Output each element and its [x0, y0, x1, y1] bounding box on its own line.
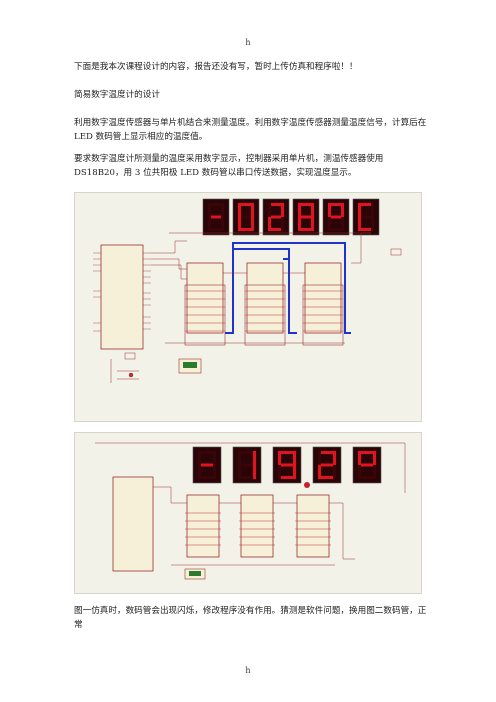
segment	[358, 228, 374, 231]
led-display-row	[202, 198, 380, 236]
segment	[358, 215, 374, 219]
requirement-paragraph: 要求数字温度计所测量的温度采用数字显示，控制器采用单片机，测温传感器使用 DS1…	[74, 154, 384, 178]
segment	[208, 215, 224, 219]
segment	[281, 217, 284, 231]
segment	[358, 476, 376, 479]
description-paragraph: 利用数字温度传感器与单片机结合来测量温度。利用数字温度传感器测量温度信号，计算后…	[74, 118, 427, 142]
figure-2-simulation	[74, 432, 422, 594]
segment	[358, 465, 361, 479]
segment	[198, 465, 201, 479]
segment	[238, 451, 256, 454]
segment	[221, 217, 224, 231]
segment	[268, 217, 271, 231]
segment	[213, 451, 216, 465]
segment	[358, 203, 374, 206]
mcu-chip	[100, 244, 144, 350]
segment	[298, 203, 301, 217]
segment	[198, 451, 216, 454]
segment	[238, 203, 241, 217]
figure-2-schematic	[75, 433, 421, 593]
segment	[278, 463, 296, 467]
segment	[328, 203, 331, 217]
segment	[328, 217, 331, 231]
segment	[208, 217, 211, 231]
segment	[318, 476, 336, 479]
segment	[268, 215, 284, 219]
segment	[371, 217, 374, 231]
segment	[238, 463, 256, 467]
mcu-chip-2	[112, 476, 154, 572]
segment	[238, 217, 241, 231]
segment	[208, 203, 224, 206]
note-paragraph: 图一仿真时，数码管会出现闪烁，修改程序没有作用。猜测是软件问题，换用图二数码管，…	[74, 606, 427, 630]
segment	[298, 203, 314, 206]
segment	[268, 228, 284, 231]
intro-paragraph: 下面是我本次课程设计的内容，报告还没有写，暂时上传仿真和程序啦！！	[74, 62, 358, 72]
segment	[198, 476, 216, 479]
segment	[293, 465, 296, 479]
segment	[238, 215, 254, 219]
segment	[358, 451, 376, 454]
segment	[311, 203, 314, 217]
figure-1-simulation	[74, 192, 422, 422]
segment	[318, 451, 321, 465]
segment	[358, 203, 361, 217]
segment	[298, 215, 314, 219]
segment	[238, 451, 241, 465]
segment	[333, 465, 336, 479]
segment	[238, 228, 254, 231]
segment	[341, 217, 344, 231]
segment	[268, 203, 271, 217]
segment	[333, 451, 336, 465]
segment	[298, 217, 301, 231]
segment	[371, 203, 374, 217]
segment	[293, 451, 296, 465]
segment	[278, 451, 296, 454]
segment	[278, 451, 281, 465]
page-header: h	[245, 38, 251, 47]
segment	[298, 228, 314, 231]
segment	[318, 451, 336, 454]
segment	[238, 476, 256, 479]
segment	[198, 451, 201, 465]
segment	[198, 463, 216, 467]
segment	[358, 217, 361, 231]
segment	[358, 463, 376, 467]
segment	[318, 463, 336, 467]
segment	[373, 465, 376, 479]
segment	[281, 203, 284, 217]
segment	[358, 451, 361, 465]
segment	[253, 451, 256, 465]
segment	[278, 476, 296, 479]
segment	[238, 465, 241, 479]
segment	[208, 228, 224, 231]
segment	[208, 203, 211, 217]
segment	[213, 465, 216, 479]
segment	[373, 451, 376, 465]
segment	[318, 465, 321, 479]
segment	[328, 228, 344, 231]
segment	[251, 217, 254, 231]
segment	[328, 203, 344, 206]
segment	[253, 465, 256, 479]
segment	[238, 203, 254, 206]
led-display-row-2	[192, 446, 382, 484]
segment	[328, 215, 344, 219]
page-footer: h	[245, 666, 251, 675]
segment	[268, 203, 284, 206]
segment	[251, 203, 254, 217]
indicator-led	[304, 482, 310, 488]
segment	[278, 465, 281, 479]
segment	[311, 217, 314, 231]
figure-1-schematic	[75, 193, 421, 421]
segment	[341, 203, 344, 217]
data-bus	[225, 242, 351, 334]
section-title: 简易数字温度计的设计	[74, 90, 160, 100]
segment	[221, 203, 224, 217]
